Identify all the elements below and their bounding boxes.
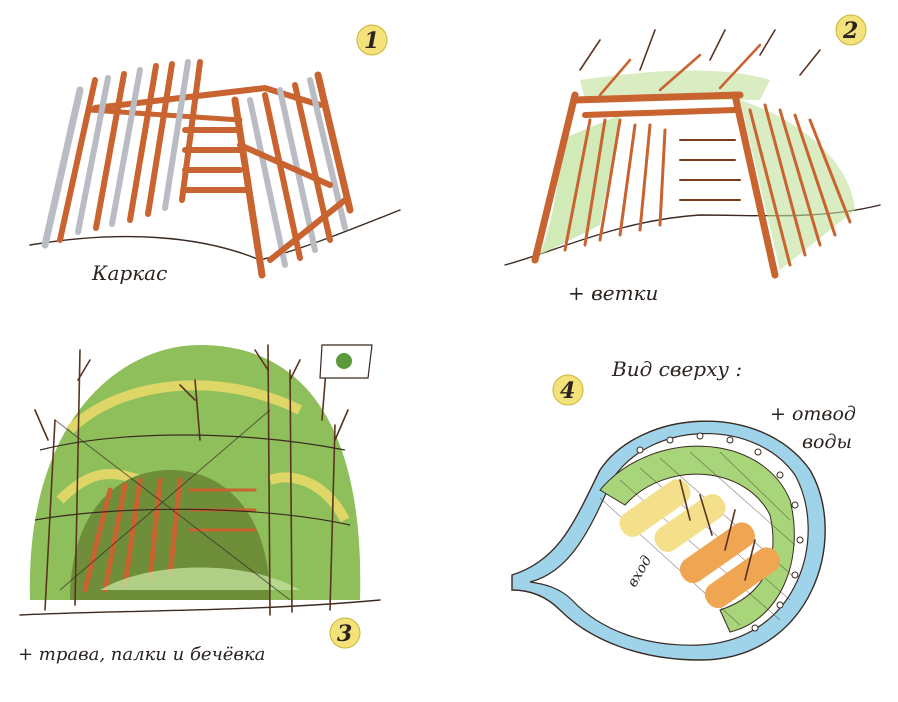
stake-dots — [636, 432, 804, 632]
panel-4-caption: Вид сверху : — [611, 357, 742, 381]
panel-2-branches: + ветки 2 — [504, 14, 881, 305]
ground-line — [19, 599, 381, 616]
stakes-and-string — [34, 344, 351, 616]
panel-3-caption: + трава, палки и бечёвка — [18, 644, 265, 665]
right-wall-slats — [231, 71, 354, 279]
panel-2-number: 2 — [842, 18, 858, 44]
water-label-line2: воды — [802, 431, 852, 453]
panel-4-number: 4 — [560, 378, 575, 404]
sleepers — [619, 479, 780, 609]
badge-1 — [356, 24, 388, 56]
shelter-wall — [599, 445, 795, 633]
badge-2 — [835, 14, 867, 46]
panel-3-grass: + трава, палки и бечёвка 3 — [18, 344, 381, 665]
badge-4 — [552, 374, 584, 406]
water-label-line1: + отвод — [770, 403, 856, 425]
branch-mesh — [563, 29, 852, 267]
badge-3 — [329, 617, 361, 649]
entrance-frame — [82, 477, 257, 593]
ground-line — [29, 209, 401, 261]
panel-1-number: 1 — [364, 28, 379, 54]
back-rungs — [182, 127, 248, 193]
panel-3-number: 3 — [337, 621, 352, 647]
panel-1-caption: Каркас — [91, 261, 167, 285]
panel-1-frame: Каркас 1 — [29, 24, 401, 285]
sun-flag-icon — [319, 344, 373, 421]
left-wall-slats — [41, 59, 203, 249]
panel-4-top-view: Вид сверху : 4 + отвод воды вход — [511, 357, 856, 661]
panel-2-caption: + ветки — [568, 281, 658, 305]
